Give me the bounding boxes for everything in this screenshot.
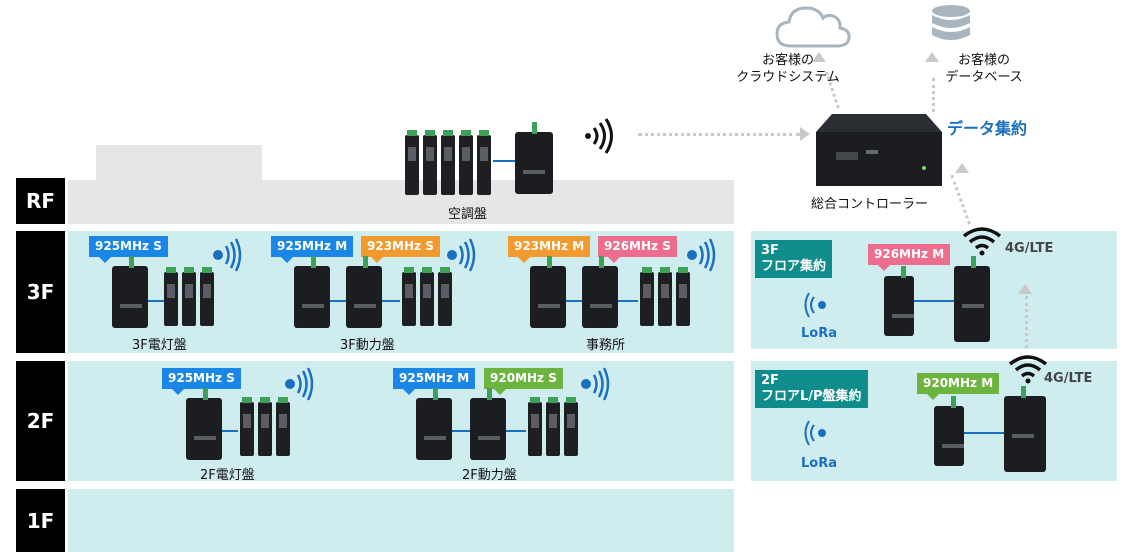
- tag-2f-power-925m: 925MHz M: [393, 368, 476, 395]
- arrow-up-icon: [1018, 284, 1032, 294]
- agg3-title-line2: フロア集約: [761, 259, 827, 274]
- database-label-line2: データベース: [945, 70, 1023, 85]
- wireless-signal-icon: [447, 238, 476, 272]
- wireless-signal-icon: [285, 367, 314, 401]
- cloud-system-label-line1: お客様の: [761, 53, 814, 68]
- rooftop-panel-label: 空調盤: [448, 207, 488, 222]
- tag-agg2-920m: 920MHz M: [917, 373, 1000, 400]
- rooftop-gateway: [515, 122, 553, 194]
- database-label-line1: お客様の: [957, 53, 1010, 68]
- lora-signal-icon: [804, 292, 826, 318]
- wireless-signal-icon: [585, 118, 613, 154]
- cloud-system-label-line2: クラウドシステム: [736, 70, 840, 85]
- wifi-signal-icon: [962, 227, 1002, 256]
- agg3-to-controller-link: [950, 174, 971, 225]
- agg2-title-line2: フロアL/P盤集約: [761, 389, 862, 404]
- wifi-signal-icon: [1008, 355, 1048, 384]
- panel-label-3f-office: 事務所: [586, 338, 626, 353]
- agg2-to-agg3-link: [1025, 296, 1028, 348]
- agg3-title: 3F フロア集約: [755, 240, 833, 278]
- tag-2f-lighting-925s: 925MHz S: [162, 368, 241, 395]
- tag-3f-lighting-925s: 925MHz S: [89, 236, 168, 263]
- controller-label: 総合コントローラー: [811, 197, 929, 212]
- tag-3f-office-926s: 926MHz S: [598, 236, 677, 263]
- tag-agg3-926m: 926MHz M: [868, 244, 951, 271]
- wireless-signal-icon: [581, 367, 610, 401]
- roof-penthouse: [96, 145, 262, 185]
- database-icon: [932, 5, 970, 40]
- database-label: お客様の データベース: [932, 52, 1036, 86]
- agg2-lte-label: 4G/LTE: [1044, 371, 1093, 386]
- wireless-signal-icon: [213, 238, 242, 272]
- agg3-title-line1: 3F: [761, 243, 779, 258]
- rooftop-to-controller-link: [638, 133, 800, 136]
- arrow-up-icon: [925, 52, 939, 62]
- panel-label-2f-lighting: 2F電灯盤: [200, 468, 255, 483]
- agg2-title: 2F フロアL/P盤集約: [755, 370, 868, 408]
- agg3-lora-label: LoRa: [801, 326, 837, 341]
- data-aggregation-label: データ集約: [947, 119, 1028, 138]
- panel-label-3f-power: 3F動力盤: [340, 338, 395, 353]
- arrow-up-icon: [955, 163, 969, 173]
- floor-label-3f: 3F: [16, 231, 65, 353]
- floor-label-2f: 2F: [16, 361, 65, 481]
- arrow-up-icon: [812, 52, 826, 62]
- tag-3f-office-923m: 923MHz M: [508, 236, 591, 263]
- floor-label-rf: RF: [16, 178, 65, 224]
- lora-signal-icon: [804, 420, 826, 446]
- panel-label-2f-power: 2F動力盤: [462, 468, 517, 483]
- panel-label-3f-lighting: 3F電灯盤: [132, 338, 187, 353]
- floor1-band: [68, 489, 734, 552]
- controller-device: [816, 114, 942, 186]
- arrow-right-icon: [800, 127, 810, 141]
- wireless-signal-icon: [687, 238, 716, 272]
- cloud-system-label: お客様の クラウドシステム: [736, 52, 840, 86]
- tag-2f-power-920s: 920MHz S: [484, 368, 563, 395]
- roof-band: [68, 180, 734, 224]
- floor-label-1f: 1F: [16, 489, 65, 552]
- tag-3f-power-923s: 923MHz S: [361, 236, 440, 263]
- agg2-title-line1: 2F: [761, 373, 779, 388]
- controller-to-database-link: [932, 78, 935, 112]
- tag-3f-power-925m: 925MHz M: [271, 236, 354, 263]
- agg2-lora-label: LoRa: [801, 456, 837, 471]
- cloud-icon: [775, 6, 851, 48]
- agg3-lte-label: 4G/LTE: [1005, 241, 1054, 256]
